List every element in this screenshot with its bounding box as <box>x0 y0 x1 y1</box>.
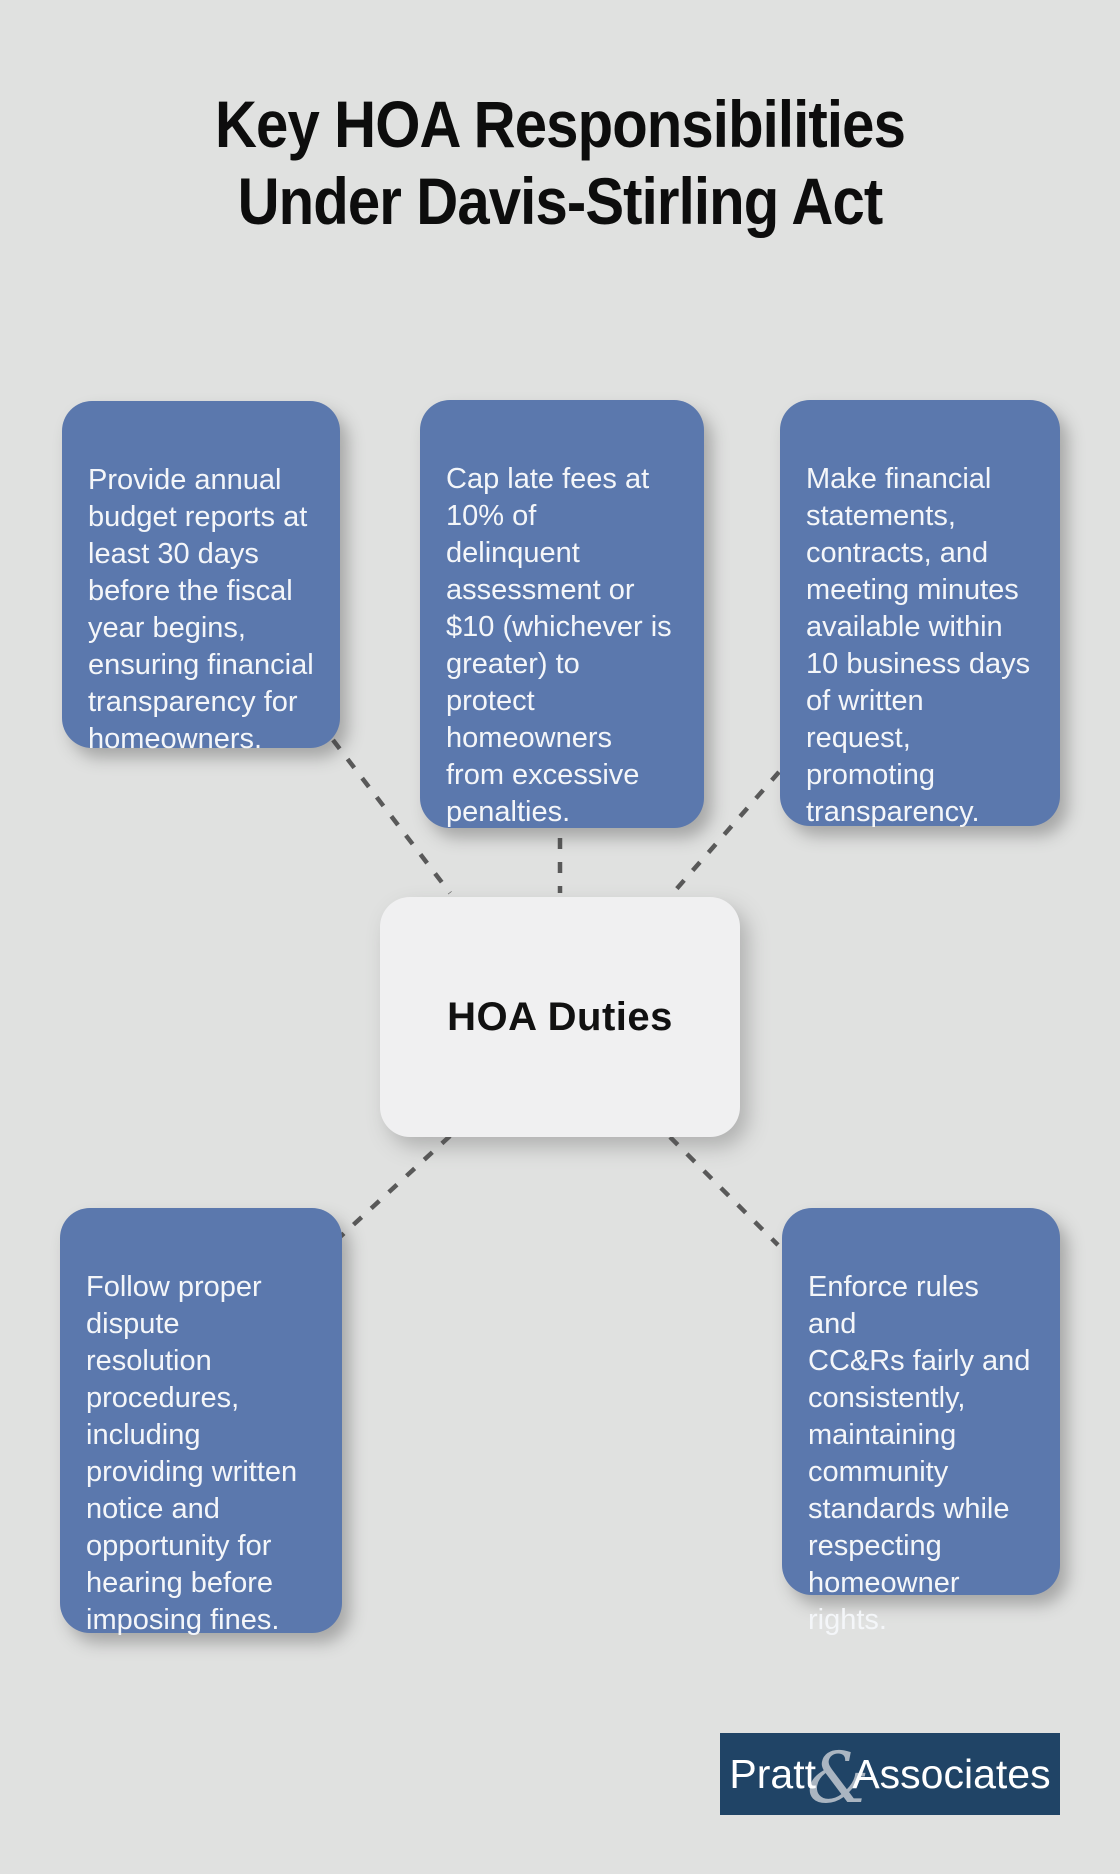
card-records-access: Make financial statements, contracts, an… <box>780 400 1060 828</box>
card-records-access-text: Make financial statements, contracts, an… <box>806 463 1031 828</box>
card-enforce-rules: Enforce rules and CC&Rs fairly and consi… <box>782 1208 1060 1636</box>
brand-logo-suffix: Associates <box>852 1750 1051 1797</box>
card-cap-late-fees-text: Cap late fees at 10% of delinquent asses… <box>446 463 672 828</box>
connector-enforce-rules-line <box>668 1135 780 1247</box>
card-enforce-rules-text: Enforce rules and CC&Rs fairly and consi… <box>808 1271 1031 1636</box>
card-dispute-resolution-text: Follow proper dispute resolution procedu… <box>86 1271 298 1636</box>
page-title: Key HOA Responsibilities Under Davis-Sti… <box>67 86 1053 240</box>
page-title-line-1: Key HOA Responsibilities <box>214 87 906 161</box>
card-dispute-resolution: Follow proper dispute resolution procedu… <box>60 1208 342 1636</box>
card-annual-budget-reports-text: Provide annual budget reports at least 3… <box>88 464 314 755</box>
card-cap-late-fees: Cap late fees at 10% of delinquent asses… <box>420 400 704 828</box>
page-title-line-2: Under Davis-Stirling Act <box>237 164 884 238</box>
brand-logo-prefix: Pratt <box>729 1750 816 1797</box>
brand-logo: Pratt & Associates <box>720 1733 1060 1815</box>
connector-dispute-resolution-line <box>338 1134 452 1239</box>
center-node-hoa-duties: HOA Duties <box>380 897 740 1137</box>
center-node-label: HOA Duties <box>447 994 673 1039</box>
card-annual-budget-reports: Provide annual budget reports at least 3… <box>62 401 340 755</box>
